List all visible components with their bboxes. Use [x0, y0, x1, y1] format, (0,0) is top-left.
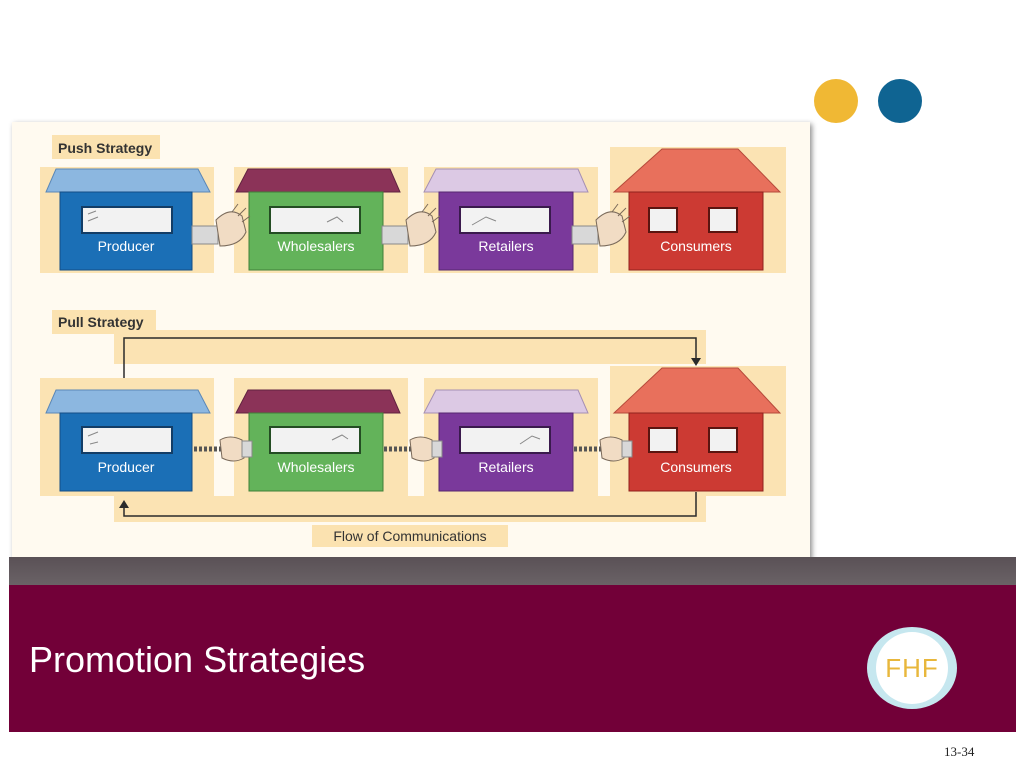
push-wholesalers-building: Wholesalers: [234, 167, 408, 273]
slide-number: 13-34: [944, 744, 975, 759]
push-node-retailers-label: Retailers: [478, 238, 533, 254]
pull-strategy-heading: Pull Strategy: [58, 314, 144, 330]
flow-top-line: [123, 337, 697, 388]
banner-shadow-band: [9, 557, 1016, 585]
push-node-consumers-label: Consumers: [660, 238, 732, 254]
pull-node-consumers-label: Consumers: [660, 459, 732, 475]
pull-producer-building: Producer: [40, 378, 214, 496]
strategy-diagram-figure: Push Strategy Producer Wholesalers R: [12, 122, 810, 560]
pull-node-producer-label: Producer: [98, 459, 155, 475]
flow-bottom-line: [123, 492, 697, 517]
slide-title: Promotion Strategies: [29, 639, 366, 680]
decorative-blue-dot: [878, 79, 922, 123]
pull-node-wholesalers-label: Wholesalers: [277, 459, 354, 475]
push-hand-3: [571, 203, 631, 247]
push-retailers-building: Retailers: [423, 167, 598, 273]
flow-top-arrowhead: [691, 358, 701, 366]
push-hand-1: [191, 203, 251, 247]
pull-hand-1: [194, 436, 253, 462]
flow-bottom-arrowhead: [119, 500, 129, 508]
push-consumers-building: Consumers: [610, 147, 786, 273]
pull-node-retailers-label: Retailers: [478, 459, 533, 475]
flow-of-communications-label: Flow of Communications: [333, 528, 486, 544]
pull-retailers-building: Retailers: [423, 378, 598, 496]
flow-label-bg: [312, 525, 508, 547]
flow-top-band: [114, 330, 706, 364]
logo-badge: FHF: [867, 627, 957, 709]
logo-text: FHF: [885, 652, 939, 683]
push-node-producer-label: Producer: [98, 238, 155, 254]
flow-bottom-band: [114, 496, 706, 522]
title-banner: Promotion Strategies FHF: [9, 585, 1016, 732]
push-hand-2: [381, 203, 441, 247]
push-node-wholesalers-label: Wholesalers: [277, 238, 354, 254]
pull-wholesalers-building: Wholesalers: [234, 378, 408, 496]
push-strategy-heading: Push Strategy: [58, 140, 152, 156]
pull-hand-2: [384, 436, 443, 462]
logo-inner-circle: FHF: [876, 632, 948, 704]
push-heading-bg: [52, 135, 160, 159]
push-pull-diagram: Push Strategy Producer Wholesalers R: [12, 122, 810, 560]
pull-consumers-building: Consumers: [610, 366, 786, 496]
decorative-yellow-dot: [814, 79, 858, 123]
pull-hand-3: [574, 436, 633, 462]
push-producer-building: Producer: [40, 167, 214, 273]
